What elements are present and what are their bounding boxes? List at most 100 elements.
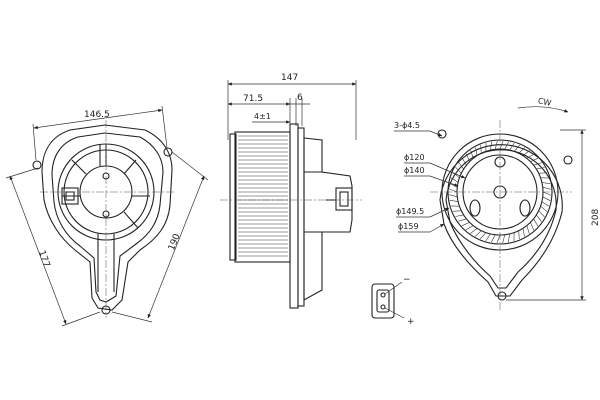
rear-fin-line [542,186,551,190]
dim-front-diag: 177 [36,249,51,269]
front-view: 146.5 190 177 [5,105,209,327]
rear-fin-line [526,225,530,234]
rear-fin-line [475,147,478,156]
connector-pin-top [380,292,386,298]
rear-fin-line [538,172,548,174]
dim-front-width: 146.5 [84,110,110,120]
rear-fan-fins [448,140,552,244]
dim-146-ext-right [161,105,168,149]
rear-fin-line [490,141,492,151]
leader-d1495 [429,207,450,218]
rear-fin-line [458,162,464,170]
rear-fin-line [491,234,496,243]
rear-fin-line [533,162,542,166]
rear-housing-outline [439,144,563,297]
rear-fin-line [504,141,509,150]
leader-plus [384,307,405,319]
rear-fin-line [455,214,464,217]
side-fan-cap [229,133,237,261]
dim-side-overall: 147 [281,73,298,83]
connector-pin-bottom [380,304,386,310]
dim-146-line [33,108,163,130]
rear-fin-line [499,140,504,150]
rear-fin-line [450,177,459,183]
connector-body [371,283,395,319]
rear-fin-line [522,228,525,237]
side-fan-wheel [234,131,291,263]
dim-177-ext-top [5,167,39,179]
leader-holes [429,130,443,137]
side-view: 147 71.5 6 4±1 [220,73,362,309]
rear-fin-line [448,188,458,193]
dim-190-ext-top [171,151,209,181]
rear-ear-right [563,155,573,165]
rear-fin-line [508,233,510,243]
rotation-label: CW [537,96,552,108]
dim-177-line [9,175,67,325]
rear-fin-line [530,157,539,162]
rear-fin-line [449,200,459,202]
rear-housing-inner [445,149,557,289]
side-flange-plate [297,127,305,307]
rear-fin-line [530,222,535,231]
rear-fin-line [458,218,467,222]
label-d120: ϕ120 [404,153,425,162]
rear-fin-line [540,205,548,212]
label-d159: ϕ159 [398,222,419,231]
rear-fin-line [449,183,458,188]
front-arm [97,234,115,292]
connector-plus-label: + [407,317,415,327]
rear-fin-line [470,150,474,159]
rear-fin-line [526,153,535,159]
label-d1495: ϕ149.5 [396,207,424,216]
rear-fin-line [542,191,552,196]
leader-d120 [429,162,466,179]
front-ear-left [32,160,42,170]
rear-fin-line [513,144,520,152]
dim-rear-height: 208 [591,209,600,226]
rear-fin-line [485,233,491,242]
rear-fin-line [541,182,551,184]
rear-ear-bottom [497,291,507,301]
rear-fin-line [502,234,506,243]
side-connector [335,187,353,211]
rear-fin-line [455,166,462,174]
dim-side-flange: 6 [297,93,303,103]
connector-minus-label: − [403,275,411,285]
rear-fin-line [518,230,520,240]
label-holes: 3-ϕ4.5 [394,121,420,130]
rear-slot-left [469,199,481,217]
dim-190-ext-bottom [111,311,153,323]
side-motor-body [303,137,353,301]
rear-fin-line [452,210,462,212]
rear-fin-line [480,232,487,240]
rear-fin-line [461,157,467,166]
rear-view: CW 208 3-ϕ4.5 ϕ120 ϕ140 ϕ149.5 ϕ159 [394,96,600,310]
rear-fin-line [542,196,551,201]
rear-fin-line [536,214,542,222]
rear-fin-line [509,142,515,151]
leader-d159 [429,223,445,233]
rear-slot-right [519,199,531,217]
rear-ear-left [437,129,447,139]
rear-fin-line [461,222,470,227]
dim-side-wheel: 71.5 [243,94,263,104]
rear-fin-line [470,228,478,234]
dim-side-gap: 4±1 [254,112,271,121]
rear-fin-line [522,150,530,156]
rear-fin-line [496,234,501,244]
rear-fin-line [452,172,460,179]
connector-detail: − + [371,275,415,327]
leader-d140 [429,175,459,187]
rear-fin-line [533,218,539,227]
dim-190-line [147,175,205,319]
connector-inner [376,289,390,313]
side-fan-blades [238,135,288,257]
rear-fin-line [465,153,470,162]
side-connector-inner [339,191,349,207]
rear-fin-line [494,141,498,150]
dim-177-ext-bottom [61,311,101,327]
side-flange [289,123,299,309]
front-spoke [123,159,137,175]
rotation-arrow [517,106,569,113]
